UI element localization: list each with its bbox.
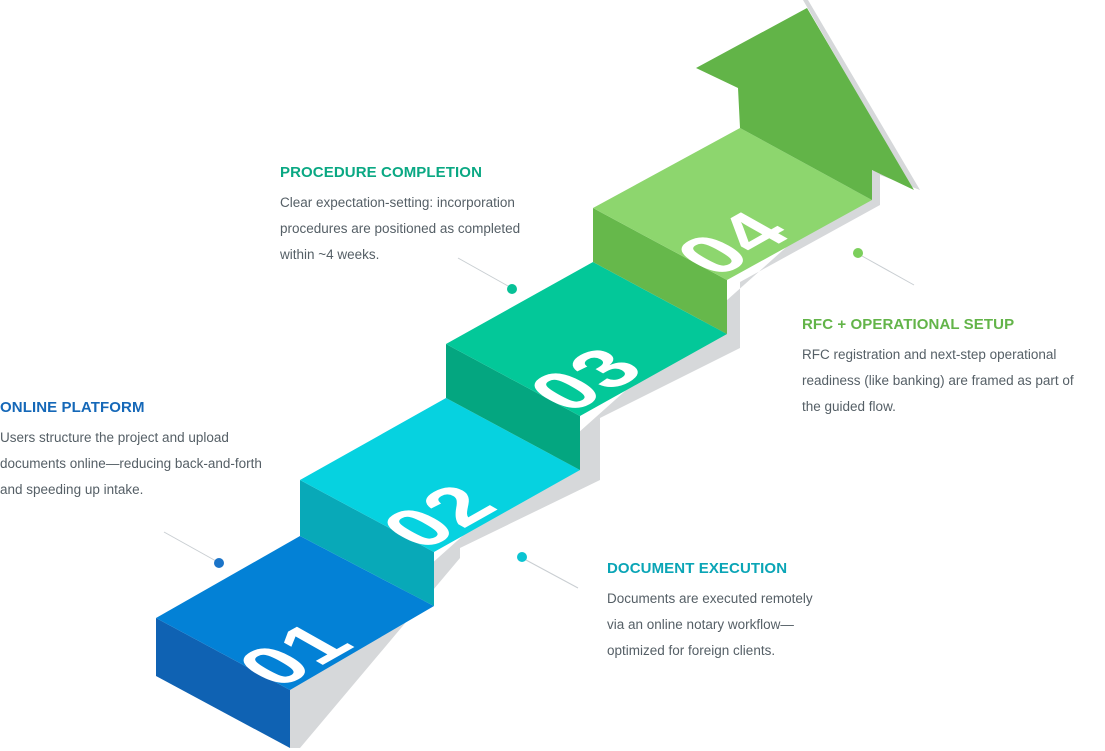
- step-2-line-3: optimized for foreign clients.: [607, 643, 776, 658]
- step-4-line-1: RFC registration and next-step operation…: [802, 347, 1057, 362]
- step-4-info: RFC + OPERATIONAL SETUP RFC registration…: [802, 316, 1100, 420]
- step-4-title: RFC + OPERATIONAL SETUP: [802, 316, 1015, 333]
- step-1-info: ONLINE PLATFORM Users structure the proj…: [0, 399, 280, 503]
- step-3-line-3: within ~4 weeks.: [280, 247, 380, 262]
- step-1-description: Users structure the project and upload d…: [0, 425, 280, 503]
- step-3-line-1: Clear expectation-setting: incorporation: [280, 195, 515, 210]
- step-3-title: PROCEDURE COMPLETION: [280, 164, 483, 181]
- leader-line-4: [861, 255, 915, 286]
- step-1-top: [156, 536, 434, 690]
- step-1-title: ONLINE PLATFORM: [0, 399, 145, 416]
- step-3-riser: [446, 344, 580, 470]
- marker-dot-3: [507, 284, 517, 294]
- step-2-line-1: Documents are executed remotely: [607, 591, 813, 606]
- step-3-top: [446, 262, 727, 416]
- marker-dot-2: [517, 552, 527, 562]
- step-4-line-3: the guided flow.: [802, 399, 896, 414]
- staircase-shadow: [290, 0, 920, 748]
- arrow-head: [696, 8, 914, 200]
- step-3-description: Clear expectation-setting: incorporation…: [280, 190, 555, 268]
- step-1-line-1: Users structure the project and upload: [0, 430, 229, 445]
- step-3-info: PROCEDURE COMPLETION Clear expectation-s…: [280, 164, 555, 268]
- step-1-line-2: documents online—reducing back-and-forth: [0, 456, 262, 471]
- step-2-info: DOCUMENT EXECUTION Documents are execute…: [607, 560, 857, 664]
- step-2-line-2: via an online notary workflow—: [607, 617, 794, 632]
- marker-dot-1: [214, 558, 224, 568]
- step-2-description: Documents are executed remotely via an o…: [607, 586, 857, 664]
- leader-line-3: [457, 257, 509, 287]
- leader-line-1: [163, 531, 217, 562]
- step-4-line-2: readiness (like banking) are framed as p…: [802, 373, 1074, 388]
- step-2-riser: [300, 480, 434, 606]
- step-1-front: [156, 618, 290, 748]
- step-4-riser: [593, 208, 727, 334]
- marker-dot-4: [853, 248, 863, 258]
- step-2-title: DOCUMENT EXECUTION: [607, 560, 788, 577]
- step-4-description: RFC registration and next-step operation…: [802, 342, 1100, 420]
- step-3-line-2: procedures are positioned as completed: [280, 221, 521, 236]
- leader-line-2: [525, 559, 579, 589]
- step-1-line-3: and speeding up intake.: [0, 482, 144, 497]
- step-2-top: [300, 398, 580, 552]
- step-4-top: [593, 128, 872, 280]
